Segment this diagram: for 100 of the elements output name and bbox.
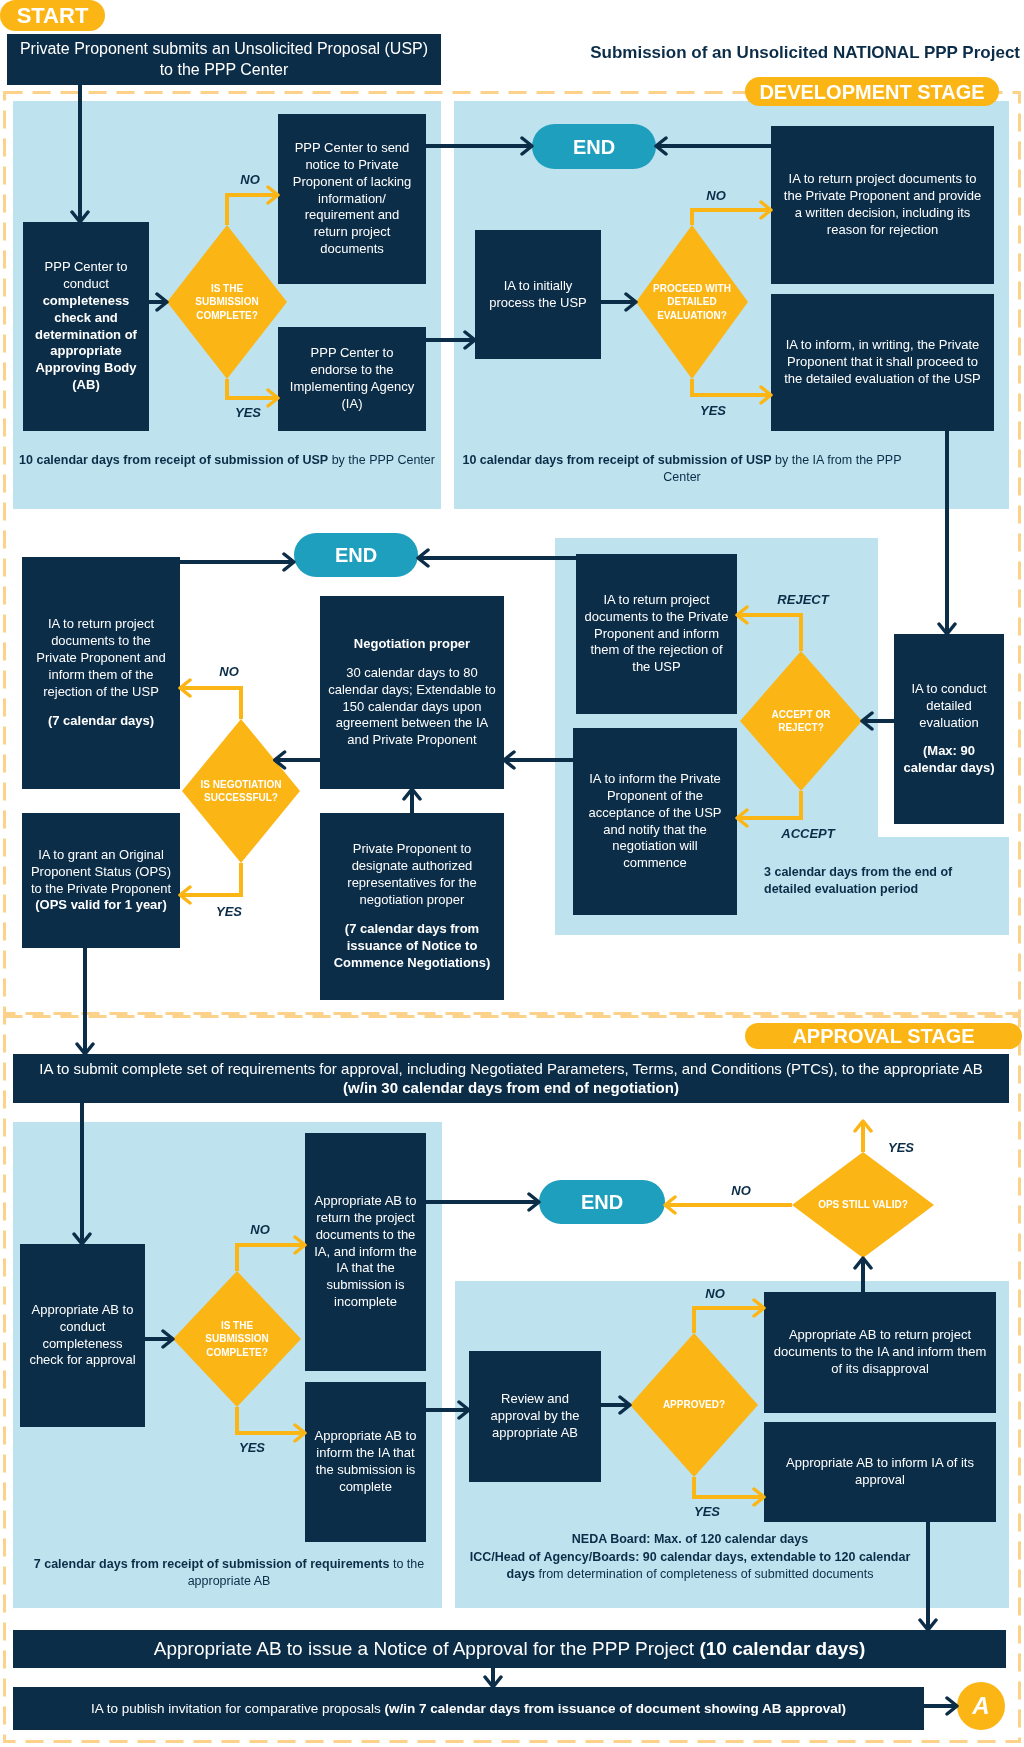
arrow bbox=[853, 1119, 873, 1152]
arrow bbox=[235, 1407, 307, 1443]
box-text: IA to grant an Original Proponent Status (OPS) to the Private Proponent (OPS valid for 1 year) bbox=[30, 846, 172, 915]
arrow bbox=[853, 1256, 873, 1292]
box-text: (Max: 90 calendar days) bbox=[902, 743, 996, 778]
arrow bbox=[692, 1477, 766, 1507]
process-box bbox=[320, 813, 504, 1000]
edge-label: REJECT bbox=[777, 591, 829, 610]
arrow bbox=[402, 787, 422, 813]
edge-label: NO bbox=[250, 1221, 270, 1240]
arrow bbox=[426, 330, 477, 350]
box-text: Appropriate AB to return the project documents to the IA, and inform the IA that the submission is incomplete bbox=[313, 1192, 418, 1312]
box-text: (7 calendar days from issuance of Notice to Commence Negotiations) bbox=[332, 920, 492, 972]
decision-diamond bbox=[182, 719, 300, 863]
process-box bbox=[320, 596, 504, 789]
decision-diamond bbox=[792, 1152, 934, 1258]
arrow bbox=[601, 292, 638, 312]
box-text: Private Proponent submits an Unsolicited Proposal (USP) to the PPP Center bbox=[18, 38, 430, 80]
box-text: PPP Center to send notice to Private Proponent of lacking information/ requirement and return project documents bbox=[291, 139, 413, 259]
box-text: IA to submit complete set of requirements for approval, including Negotiated Parameters, Terms, and Conditions (PTCs), to the appropriate AB (w/in 30 calendar days from end of negotiation) bbox=[38, 1059, 984, 1098]
decision-diamond bbox=[636, 225, 748, 379]
edge-label: NO bbox=[705, 1285, 725, 1304]
decision-label: ACCEPT OR REJECT? bbox=[770, 707, 832, 735]
process-box bbox=[771, 126, 994, 284]
edge-label: NO bbox=[706, 187, 726, 206]
arrow bbox=[690, 379, 773, 405]
arrow bbox=[601, 1395, 632, 1415]
panel-background bbox=[13, 1122, 442, 1608]
decision-diamond bbox=[630, 1333, 758, 1477]
decision-label: PROCEED WITH DETAILED EVALUATION? bbox=[652, 281, 732, 323]
decision-label: IS THE SUBMISSION COMPLETE? bbox=[194, 281, 260, 323]
process-box bbox=[764, 1422, 996, 1522]
box-text: Appropriate AB to conduct completeness check for approval bbox=[28, 1301, 137, 1370]
start-badge bbox=[0, 0, 105, 31]
arrow bbox=[654, 136, 771, 156]
box-text: (7 calendar days) bbox=[47, 712, 155, 730]
box-text: IA to return project documents to the Private Proponent and provide a written decision, including its reason for rejection bbox=[782, 171, 983, 239]
arrow bbox=[145, 1329, 175, 1349]
box-text: Review and approval by the appropriate AB bbox=[489, 1391, 581, 1442]
arrow bbox=[663, 1195, 792, 1215]
edge-label: YES bbox=[888, 1139, 914, 1158]
arrow bbox=[225, 185, 280, 225]
terminal-label: END bbox=[572, 134, 616, 160]
process-box bbox=[475, 230, 601, 359]
process-box bbox=[305, 1382, 426, 1542]
end-terminal bbox=[532, 124, 656, 169]
arrow bbox=[426, 1192, 541, 1212]
arrow bbox=[416, 548, 576, 568]
process-box bbox=[764, 1292, 996, 1413]
process-box bbox=[13, 1630, 1006, 1668]
duration-note: NEDA Board: Max. of 120 calendar days bbox=[570, 1531, 810, 1548]
edge-label: YES bbox=[235, 404, 261, 423]
process-box bbox=[23, 222, 149, 431]
box-text: PPP Center to conduct completeness check and determination of appropriate Approving Body (AB) bbox=[34, 258, 138, 395]
process-box bbox=[13, 1687, 924, 1730]
arrow bbox=[70, 85, 90, 224]
decision-label: IS THE SUBMISSION COMPLETE? bbox=[204, 1318, 270, 1360]
arrow bbox=[272, 750, 320, 770]
box-text: Negotiation proper bbox=[353, 635, 471, 653]
arrow bbox=[860, 711, 894, 731]
process-box bbox=[469, 1351, 601, 1482]
arrow bbox=[735, 791, 803, 828]
process-box bbox=[278, 327, 426, 431]
decision-label: APPROVED? bbox=[661, 1398, 727, 1412]
process-box bbox=[771, 294, 994, 431]
arrow bbox=[72, 1103, 92, 1246]
process-box bbox=[22, 813, 180, 948]
stage-frame bbox=[3, 1015, 1021, 1743]
duration-note: 10 calendar days from receipt of submission of USP by the IA from the PPP Center bbox=[462, 452, 902, 486]
arrow bbox=[180, 552, 296, 572]
box-text: IA to publish invitation for comparative proposals (w/in 7 calendar days from issuance of document showing AB approval) bbox=[91, 1699, 846, 1718]
box-text: Appropriate AB to issue a Notice of Approval for the PPP Project (10 calendar days) bbox=[153, 1636, 866, 1661]
arrow bbox=[937, 431, 957, 636]
duration-note: 3 calendar days from the end of detailed evaluation period bbox=[764, 864, 954, 898]
process-box bbox=[894, 634, 1004, 824]
panel-background bbox=[455, 1281, 1009, 1608]
process-box bbox=[305, 1133, 426, 1371]
edge-label: YES bbox=[694, 1503, 720, 1522]
box-text: IA to inform, in writing, the Private Proponent that it shall proceed to the detailed evaluation of the USP bbox=[783, 337, 982, 388]
arrow bbox=[483, 1668, 503, 1689]
process-box bbox=[13, 1054, 1009, 1103]
arrow bbox=[75, 948, 95, 1056]
arrow bbox=[502, 750, 573, 770]
edge-label: YES bbox=[700, 402, 726, 421]
decision-diamond bbox=[173, 1271, 301, 1407]
duration-note: 7 calendar days from receipt of submission of requirements to the appropriate AB bbox=[32, 1556, 426, 1590]
process-box bbox=[20, 1244, 145, 1427]
end-terminal bbox=[539, 1180, 665, 1224]
panel-background bbox=[13, 101, 441, 509]
arrow bbox=[225, 379, 280, 408]
connector-label: A bbox=[972, 1691, 990, 1721]
arrow bbox=[690, 200, 773, 225]
arrow bbox=[178, 678, 243, 719]
diagram-title: Submission of an Unsolicited NATIONAL PPP Project bbox=[589, 42, 1020, 64]
decision-label: IS NEGOTIATION SUCCESSFUL? bbox=[199, 777, 283, 805]
box-text: Appropriate AB to inform IA of its approval bbox=[785, 1455, 975, 1489]
edge-label: NO bbox=[240, 171, 260, 190]
duration-note: ICC/Head of Agency/Boards: 90 calendar days, extendable to 120 calendar days from determination of completeness of submitted documents bbox=[468, 1549, 912, 1583]
arrow bbox=[735, 605, 803, 651]
box-text: IA to inform the Private Proponent of the acceptance of the USP and notify that the negotiation will commence bbox=[587, 770, 723, 873]
